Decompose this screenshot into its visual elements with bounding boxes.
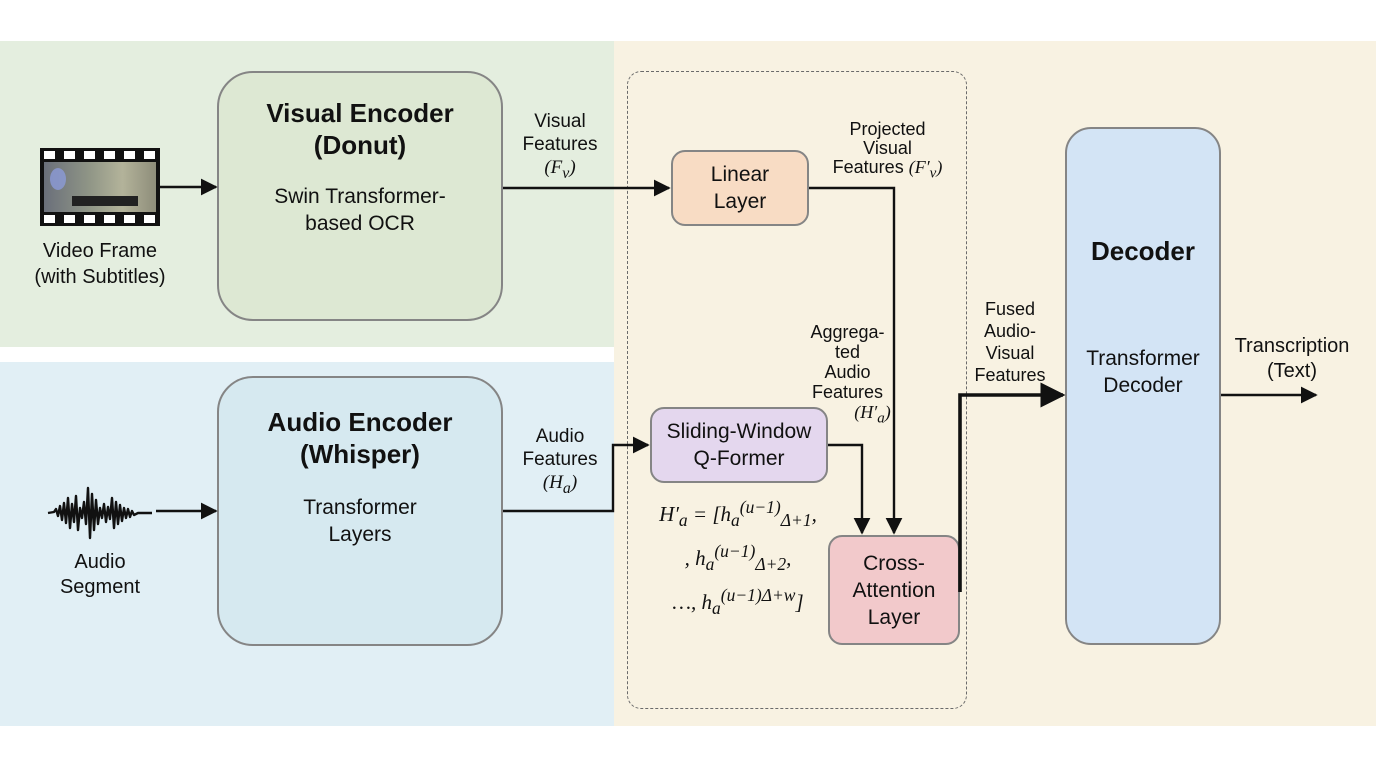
waveform-icon bbox=[47, 486, 152, 540]
fused-line4: Features bbox=[974, 365, 1046, 385]
qformer-box: Sliding-Window Q-Former bbox=[650, 407, 828, 483]
aggregated-symbol: (H′a) bbox=[854, 402, 891, 427]
cross-attention-line3: Layer bbox=[867, 605, 921, 629]
visual-features-label: Visual Features (Fv) bbox=[510, 110, 610, 185]
transcription-line2: (Text) bbox=[1267, 360, 1317, 382]
projected-line1: Projected bbox=[849, 119, 926, 139]
video-label-line2: (with Subtitles) bbox=[34, 266, 166, 288]
decoder-title: Decoder bbox=[1090, 236, 1196, 266]
film-strip-icon bbox=[40, 148, 160, 226]
audio-features-line2: Features bbox=[522, 449, 598, 470]
aggregated-line3: Audio bbox=[824, 362, 871, 382]
transcription-label: Transcription (Text) bbox=[1222, 334, 1362, 384]
equation-line2: , ha(u−1)Δ+2, bbox=[684, 541, 792, 575]
fused-line3: Visual bbox=[985, 343, 1035, 363]
projected-features-label: Projected Visual Features (F′v) bbox=[815, 120, 960, 184]
visual-encoder-box: Visual Encoder (Donut) Swin Transformer-… bbox=[217, 71, 503, 321]
visual-features-line2: Features bbox=[522, 134, 598, 155]
transcription-line1: Transcription bbox=[1234, 335, 1350, 357]
visual-features-symbol: (Fv) bbox=[544, 157, 576, 182]
cross-attention-box: Cross- Attention Layer bbox=[828, 535, 960, 645]
equation-line3: …, ha(u−1)Δ+w] bbox=[672, 585, 804, 619]
audio-features-label: Audio Features (Ha) bbox=[510, 425, 610, 500]
audio-encoder-desc-1: Transformer bbox=[303, 496, 417, 519]
fused-line1: Fused bbox=[984, 299, 1036, 319]
video-label-line1: Video Frame bbox=[42, 240, 158, 262]
arrow-qformer-to-cross bbox=[828, 443, 871, 535]
audio-encoder-box: Audio Encoder (Whisper) Transformer Laye… bbox=[217, 376, 503, 646]
qformer-equation: H′a = [ha(u−1)Δ+1, , ha(u−1)Δ+2, …, ha(u… bbox=[648, 492, 828, 625]
aggregated-line4: Features bbox=[811, 382, 884, 402]
arrow-audio-to-qformer bbox=[503, 436, 650, 513]
audio-encoder-desc-2: Layers bbox=[328, 523, 392, 546]
aggregated-features-label: Aggrega- ted Audio Features (H′a) bbox=[800, 322, 895, 429]
visual-encoder-desc-1: Swin Transformer- bbox=[274, 185, 446, 208]
decoder-desc-2: Decoder bbox=[1103, 374, 1183, 397]
arrow-linear-to-cross bbox=[809, 186, 903, 535]
fused-line2: Audio- bbox=[983, 321, 1037, 341]
aggregated-line2: ted bbox=[834, 342, 861, 362]
audio-segment-label: Audio Segment bbox=[40, 550, 160, 600]
visual-encoder-desc-2: based OCR bbox=[305, 212, 415, 235]
fusion-module-boundary bbox=[627, 71, 967, 709]
audio-encoder-title: Audio Encoder bbox=[267, 407, 453, 437]
cross-attention-line1: Cross- bbox=[863, 551, 925, 575]
audio-features-symbol: (Ha) bbox=[542, 472, 578, 497]
aggregated-line1: Aggrega- bbox=[810, 322, 885, 342]
projected-line3-text: Features bbox=[832, 157, 904, 177]
video-frame-label: Video Frame (with Subtitles) bbox=[20, 238, 180, 290]
projected-line3: Features (F′v) bbox=[815, 158, 960, 184]
visual-encoder-title: Visual Encoder bbox=[266, 98, 454, 128]
decoder-desc-1: Transformer bbox=[1086, 347, 1200, 370]
qformer-line1: Sliding-Window bbox=[666, 420, 812, 443]
linear-layer-box: Linear Layer bbox=[671, 150, 809, 226]
qformer-line2: Q-Former bbox=[693, 447, 785, 470]
fused-features-label: Fused Audio- Visual Features bbox=[965, 298, 1055, 386]
linear-layer-line1: Linear bbox=[710, 163, 770, 186]
linear-layer-line2: Layer bbox=[713, 190, 767, 213]
equation-line1: H′a = [ha(u−1)Δ+1, bbox=[659, 497, 817, 531]
audio-label-line2: Segment bbox=[59, 576, 141, 598]
visual-encoder-model: (Donut) bbox=[313, 130, 407, 160]
decoder-box: Decoder Transformer Decoder bbox=[1065, 127, 1221, 645]
audio-label-line1: Audio bbox=[74, 551, 126, 573]
projected-line2: Visual bbox=[863, 138, 912, 158]
projected-symbol: (F′v) bbox=[908, 157, 943, 182]
arrow-cross-to-decoder bbox=[958, 382, 1066, 592]
audio-encoder-model: (Whisper) bbox=[300, 439, 420, 469]
visual-features-line1: Visual bbox=[534, 111, 586, 132]
audio-features-line1: Audio bbox=[535, 426, 585, 447]
cross-attention-line2: Attention bbox=[852, 578, 936, 602]
